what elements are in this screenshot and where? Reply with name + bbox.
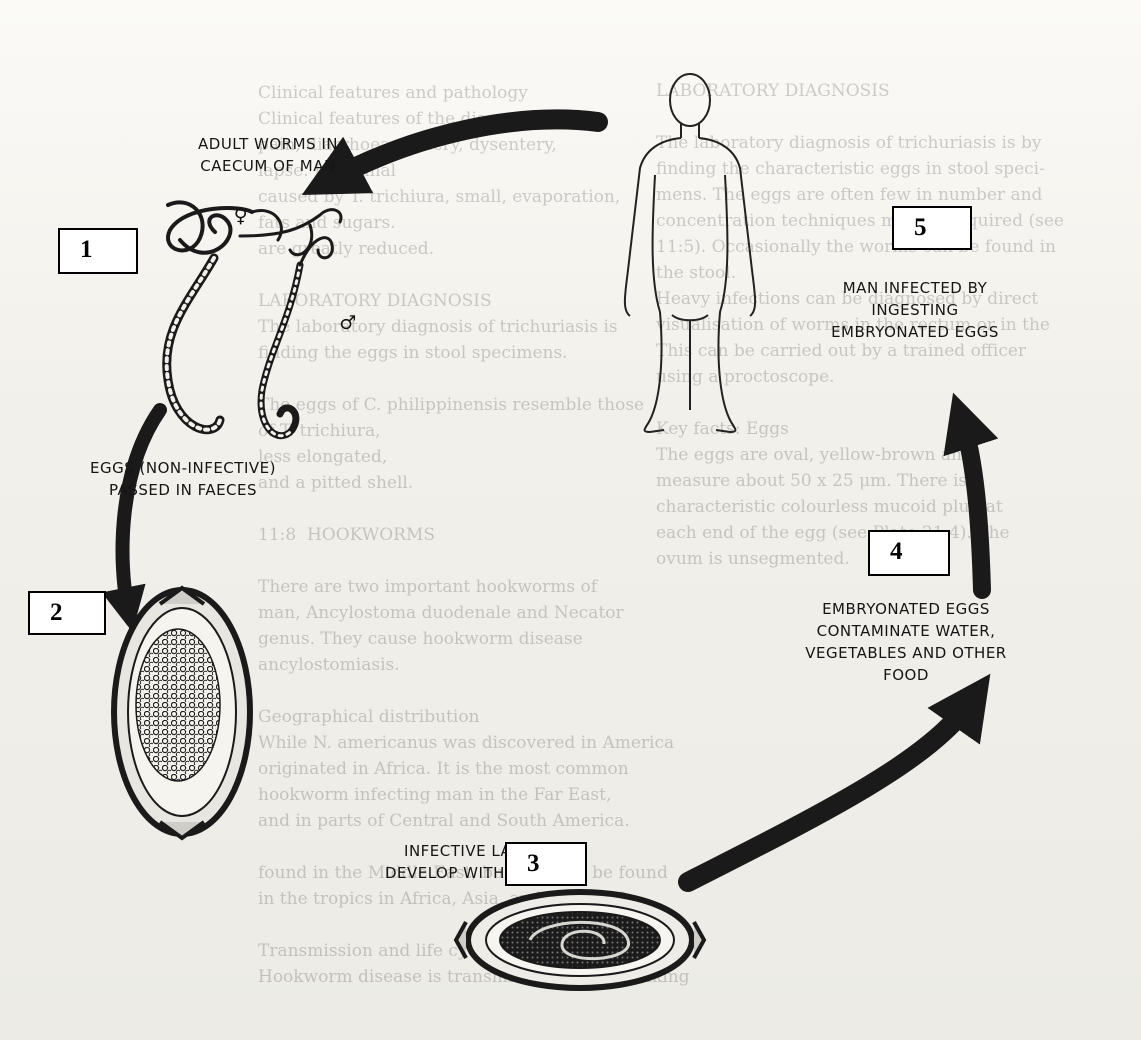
step-1-label-line: CAECUM OF MAN xyxy=(168,155,368,177)
step-1-label: ADULT WORMS IN CAECUM OF MAN xyxy=(168,133,368,177)
non-infective-egg-illustration xyxy=(114,588,250,838)
embryonated-egg-illustration xyxy=(456,892,704,988)
step-5-label-line: INGESTING xyxy=(800,299,1030,321)
arrow-3-to-4 xyxy=(688,700,972,882)
step-number-3: 3 xyxy=(505,842,587,886)
step-number-4: 4 xyxy=(868,530,950,576)
human-figure-illustration xyxy=(625,74,755,432)
arrow-4-to-5 xyxy=(962,420,982,590)
step-4-label-line: EMBRYONATED EGGS xyxy=(756,598,1056,620)
step-5-label-line: EMBRYONATED EGGS xyxy=(800,321,1030,343)
step-4-label-line: CONTAMINATE WATER, xyxy=(756,620,1056,642)
step-4-label-line: VEGETABLES AND OTHER xyxy=(756,642,1056,664)
arrow-1-to-2 xyxy=(123,410,160,610)
step-2-label-line: EGGS (NON-INFECTIVE) xyxy=(58,457,308,479)
step-5-label-line: MAN INFECTED BY xyxy=(800,277,1030,299)
step-1-label-line: ADULT WORMS IN xyxy=(168,133,368,155)
step-2-label: EGGS (NON-INFECTIVE) PASSED IN FAECES xyxy=(58,457,308,501)
step-5-label: MAN INFECTED BY INGESTING EMBRYONATED EG… xyxy=(800,277,1030,343)
step-4-label-line: FOOD xyxy=(756,664,1056,686)
step-2-label-line: PASSED IN FAECES xyxy=(58,479,308,501)
arrow-5-to-1 xyxy=(330,119,598,180)
step-number-1: 1 xyxy=(58,228,138,274)
step-number-2: 2 xyxy=(28,591,106,635)
step-number-5: 5 xyxy=(892,206,972,250)
adult-worms-illustration xyxy=(167,202,341,435)
step-4-label: EMBRYONATED EGGS CONTAMINATE WATER, VEGE… xyxy=(756,598,1056,686)
female-symbol: ♀ xyxy=(229,205,253,227)
male-symbol: ♂ xyxy=(336,312,360,334)
